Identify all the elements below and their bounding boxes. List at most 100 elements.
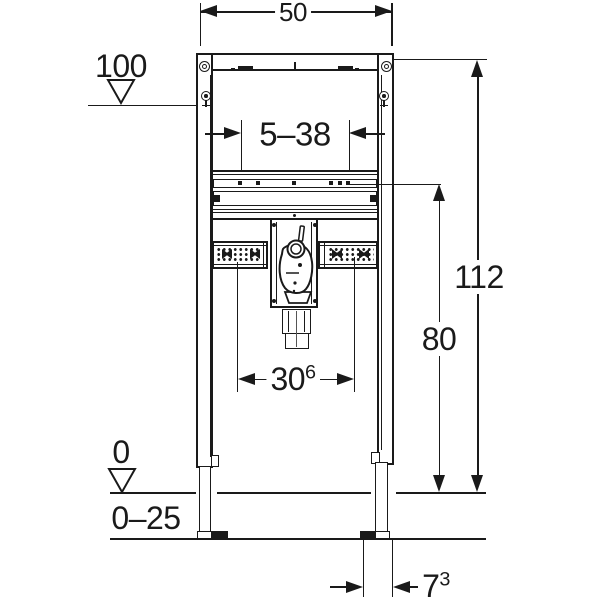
foot-left-plate xyxy=(211,532,227,538)
rail-leader-line xyxy=(350,183,441,185)
leg-right xyxy=(374,462,388,533)
wall-anchor-icon xyxy=(382,94,386,98)
trap-pin xyxy=(297,225,305,242)
dim-538-label: 5–38 xyxy=(255,117,335,151)
frame-right-rail-innerline xyxy=(380,75,382,450)
plate-left-perforation xyxy=(216,247,260,263)
dim-306-arrow-left xyxy=(237,373,255,385)
plate-right-line-top xyxy=(320,245,376,246)
dim-306-leader-right xyxy=(353,257,355,392)
top-rail-center-mark xyxy=(294,62,296,71)
dim-50-ext-left xyxy=(199,3,201,46)
crossbar-tab-left xyxy=(214,195,220,202)
bracket-screw-icon xyxy=(271,299,276,303)
top-rail-tab-left xyxy=(238,66,253,71)
dim-306-leader-left xyxy=(236,262,238,392)
dim-50-label: 50 xyxy=(275,0,311,25)
dim-50-arrow-left xyxy=(200,5,217,18)
dim-538-line-right xyxy=(366,133,385,135)
dim-306-line-left xyxy=(254,378,270,381)
plate-left-slot xyxy=(250,249,260,259)
dim-73-arrow-left xyxy=(346,580,363,593)
crossbar xyxy=(213,191,377,206)
floor-line xyxy=(110,537,486,540)
plate-left-endcap xyxy=(262,242,264,267)
zero-line-seg3 xyxy=(396,492,486,494)
dim-80-label: 80 xyxy=(417,323,461,355)
floor-range-label: 0–25 xyxy=(107,502,185,534)
dim-50-ext-right xyxy=(391,3,393,46)
frame-left-rail-innerline xyxy=(209,75,211,457)
top-rail-bump-right xyxy=(355,68,359,71)
dim-112-arrow-up xyxy=(471,59,483,77)
dim-80-line-upper xyxy=(438,198,441,322)
wall-anchor-stem xyxy=(205,100,207,107)
datum-100-line xyxy=(88,104,196,106)
dim-112-line-upper xyxy=(477,74,479,260)
leg-left xyxy=(198,466,211,533)
zero-line-seg1 xyxy=(110,492,196,494)
panel-bottom-line2 xyxy=(213,174,377,175)
top-rail-tab-right xyxy=(338,66,353,71)
panel-bottom-line xyxy=(213,170,377,172)
wall-anchor-base xyxy=(380,104,388,106)
crossbar-center-dot xyxy=(292,213,296,217)
trap-egg-body xyxy=(278,243,314,294)
dim-73-label: 73 xyxy=(418,569,454,600)
dim-112-arrow-down xyxy=(471,475,483,492)
dim-112-ext-top xyxy=(394,58,487,60)
datum-100-label: 100 xyxy=(91,50,151,82)
plate-left-line-bottom xyxy=(214,263,266,265)
leg-left-clamp xyxy=(210,455,219,467)
dim-80-line-lower xyxy=(438,356,441,478)
dim-538-line-left xyxy=(205,133,225,135)
plate-left-line-top xyxy=(214,245,266,246)
dim-306-arrow-right xyxy=(336,373,354,385)
crossbar-line2 xyxy=(213,211,377,213)
rail-clip xyxy=(238,181,242,185)
dim-112-line-lower xyxy=(477,294,479,478)
plate-right-endcap xyxy=(323,242,325,267)
dim-80-arrow-down xyxy=(433,475,445,492)
bracket-screw-icon xyxy=(312,299,317,303)
rail-clip xyxy=(292,181,296,185)
screw-icon xyxy=(383,63,389,69)
dim-80-arrow-up xyxy=(433,184,445,201)
datum-0-label: 0 xyxy=(108,436,134,468)
dim-306-label: 306 xyxy=(266,362,320,395)
bracket-screw-icon xyxy=(312,222,317,227)
rail-clip xyxy=(338,181,342,185)
rail-clip xyxy=(346,181,350,185)
top-rail-bump-left xyxy=(231,68,235,71)
foot-right-plate xyxy=(361,532,376,538)
rail-clip xyxy=(256,181,260,185)
bracket-screw-icon xyxy=(271,222,276,227)
trap-inlet-ring-inner xyxy=(290,243,302,255)
dim-306-line-right xyxy=(320,378,337,381)
plate-right-slot xyxy=(332,249,342,259)
dim-50-arrow-right xyxy=(375,5,392,18)
drain-pipe-wall-left xyxy=(287,311,289,332)
dim-73-ext-right xyxy=(391,540,393,597)
drain-pipe-centerline xyxy=(296,311,297,347)
dim-73-ext-left xyxy=(362,540,364,597)
crossbar-line1 xyxy=(213,208,377,210)
plate-left-slot xyxy=(222,249,232,259)
screw-icon xyxy=(201,63,207,69)
trap-bracket-inner-left xyxy=(276,222,278,304)
trap-body xyxy=(278,225,314,304)
plate-right-line-bottom xyxy=(320,263,376,265)
plate-right-slot xyxy=(359,249,369,259)
dim-73-arrow-right xyxy=(392,580,410,593)
wall-anchor-base xyxy=(202,104,210,106)
zero-line-seg2 xyxy=(217,492,371,494)
dim-538-arrow-right xyxy=(349,127,366,140)
drain-pipe-wall-right xyxy=(303,311,305,332)
datum-triangle-icon xyxy=(107,468,137,495)
datum-triangle-icon xyxy=(106,79,136,106)
dim-73-line-left xyxy=(330,586,347,588)
dim-538-ext-left xyxy=(240,120,242,172)
dim-538-ext-right xyxy=(348,120,350,172)
dim-73-line-right xyxy=(409,586,418,588)
